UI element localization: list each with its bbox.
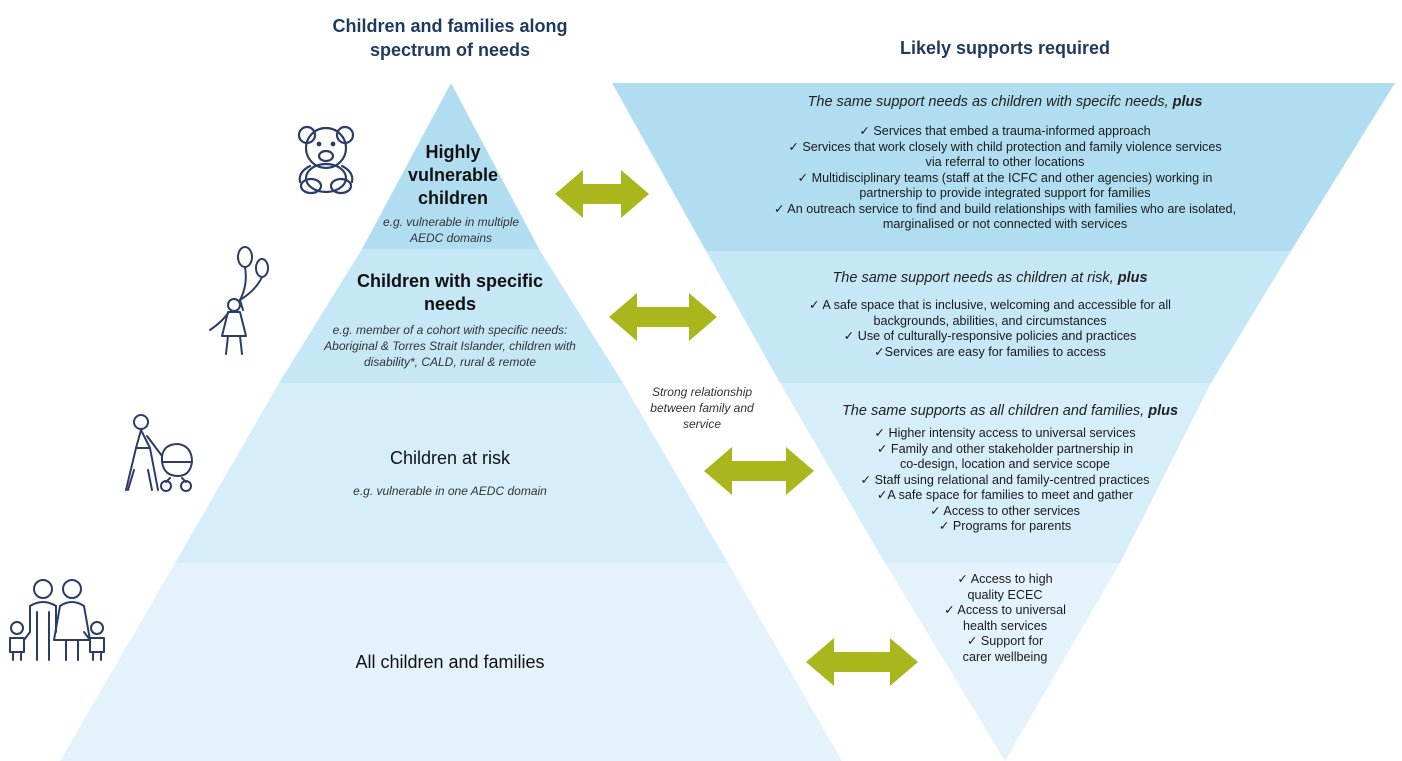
supports-tier-3 — [780, 383, 1211, 563]
supports-heading-plus: plus — [1148, 403, 1179, 419]
supports-heading-plus: plus — [1117, 270, 1148, 286]
support-item: ✓ A safe space that is inclusive, welcom… — [809, 298, 1171, 312]
pyramid-tier-highly-vulnerable — [362, 83, 539, 249]
tier-title-highly-vulnerable: Highly vulnerable children — [407, 142, 499, 208]
parent-with-pram-icon — [125, 414, 193, 492]
right-column-header: Likely supports required — [899, 38, 1111, 58]
pyramid-tier-specific — [279, 249, 623, 383]
support-item: backgrounds, abilities, and circumstance… — [873, 313, 1107, 328]
support-item: partnership to provide integrated suppor… — [859, 186, 1151, 200]
supports-tier-2 — [706, 251, 1291, 383]
tier-subtitle-at-risk: e.g. vulnerable in one AEDC domain — [353, 484, 547, 498]
supports-heading-text: The same support needs as children with … — [807, 94, 1169, 110]
double-arrow-icon — [609, 293, 717, 341]
pyramid-tier-all — [60, 563, 842, 761]
support-item: marginalised or not connected with servi… — [882, 217, 1128, 231]
support-item: ✓ Staff using relational and family-cent… — [860, 472, 1150, 487]
double-arrow-icon — [555, 170, 649, 218]
supports-list-1: ✓ Services that embed a trauma-informed … — [690, 124, 1320, 233]
support-item: ✓ Services that embed a trauma-informed … — [859, 124, 1151, 138]
relationship-label: Strong relationship between family and s… — [650, 385, 754, 431]
support-item: ✓ Access to other services — [930, 503, 1080, 518]
support-item: ✓ Family and other stakeholder partnersh… — [876, 441, 1134, 456]
supports-tier-1 — [612, 83, 1395, 251]
support-item: ✓Services are easy for families to acces… — [874, 344, 1106, 359]
supports-heading-text: The same supports as all children and fa… — [841, 403, 1145, 419]
support-item: ✓ Multidisciplinary teams (staff at the … — [797, 170, 1213, 185]
double-arrow-icon — [704, 447, 814, 495]
tier-title-specific-needs: Children with specific needs — [356, 271, 544, 314]
supports-heading-3: The same supports as all children and fa… — [800, 403, 1220, 419]
supports-heading-1: The same support needs as children with … — [690, 94, 1320, 110]
supports-list-4: ✓ Access to high quality ECEC ✓ Access t… — [930, 572, 1080, 665]
support-item: ✓ Programs for parents — [938, 519, 1072, 533]
tier-subtitle-specific-needs: e.g. member of a cohort with specific ne… — [324, 323, 576, 369]
tier-title-at-risk: Children at risk — [389, 448, 511, 468]
teddy-bear-icon — [297, 125, 355, 195]
support-item: ✓ Higher intensity access to universal s… — [874, 426, 1136, 440]
tier-title-all-children: All children and families — [355, 652, 545, 672]
supports-list-3: ✓ Higher intensity access to universal s… — [830, 426, 1180, 535]
support-item: quality ECEC — [967, 587, 1043, 602]
supports-heading-text: The same support needs as children at ri… — [832, 270, 1114, 286]
support-item: ✓ An outreach service to find and build … — [773, 201, 1237, 216]
double-arrow-icon — [806, 638, 918, 686]
child-with-balloons-icon — [209, 246, 269, 355]
support-item: ✓ Use of culturally-responsive policies … — [843, 329, 1137, 343]
support-item: ✓ Access to universal — [944, 603, 1066, 617]
family-icon — [9, 579, 105, 661]
left-column-header: Children and families along spectrum of … — [332, 16, 568, 60]
support-item: via referral to other locations — [925, 155, 1085, 169]
supports-tier-4 — [885, 563, 1120, 761]
support-item: ✓ Services that work closely with child … — [788, 139, 1222, 154]
supports-heading-plus: plus — [1172, 94, 1203, 110]
support-item: health services — [963, 618, 1047, 633]
support-item: co-design, location and service scope — [899, 457, 1111, 471]
support-item: carer wellbeing — [962, 649, 1048, 664]
support-item: ✓ Support for — [966, 634, 1044, 648]
support-item: ✓A safe space for families to meet and g… — [876, 488, 1134, 502]
pyramid-tier-at-risk — [175, 383, 728, 563]
tier-subtitle-highly-vulnerable: e.g. vulnerable in multiple AEDC domains — [382, 215, 520, 245]
support-item: ✓ Access to high — [957, 572, 1053, 586]
supports-heading-2: The same support needs as children at ri… — [720, 270, 1260, 286]
supports-list-2: ✓ A safe space that is inclusive, welcom… — [760, 298, 1220, 360]
